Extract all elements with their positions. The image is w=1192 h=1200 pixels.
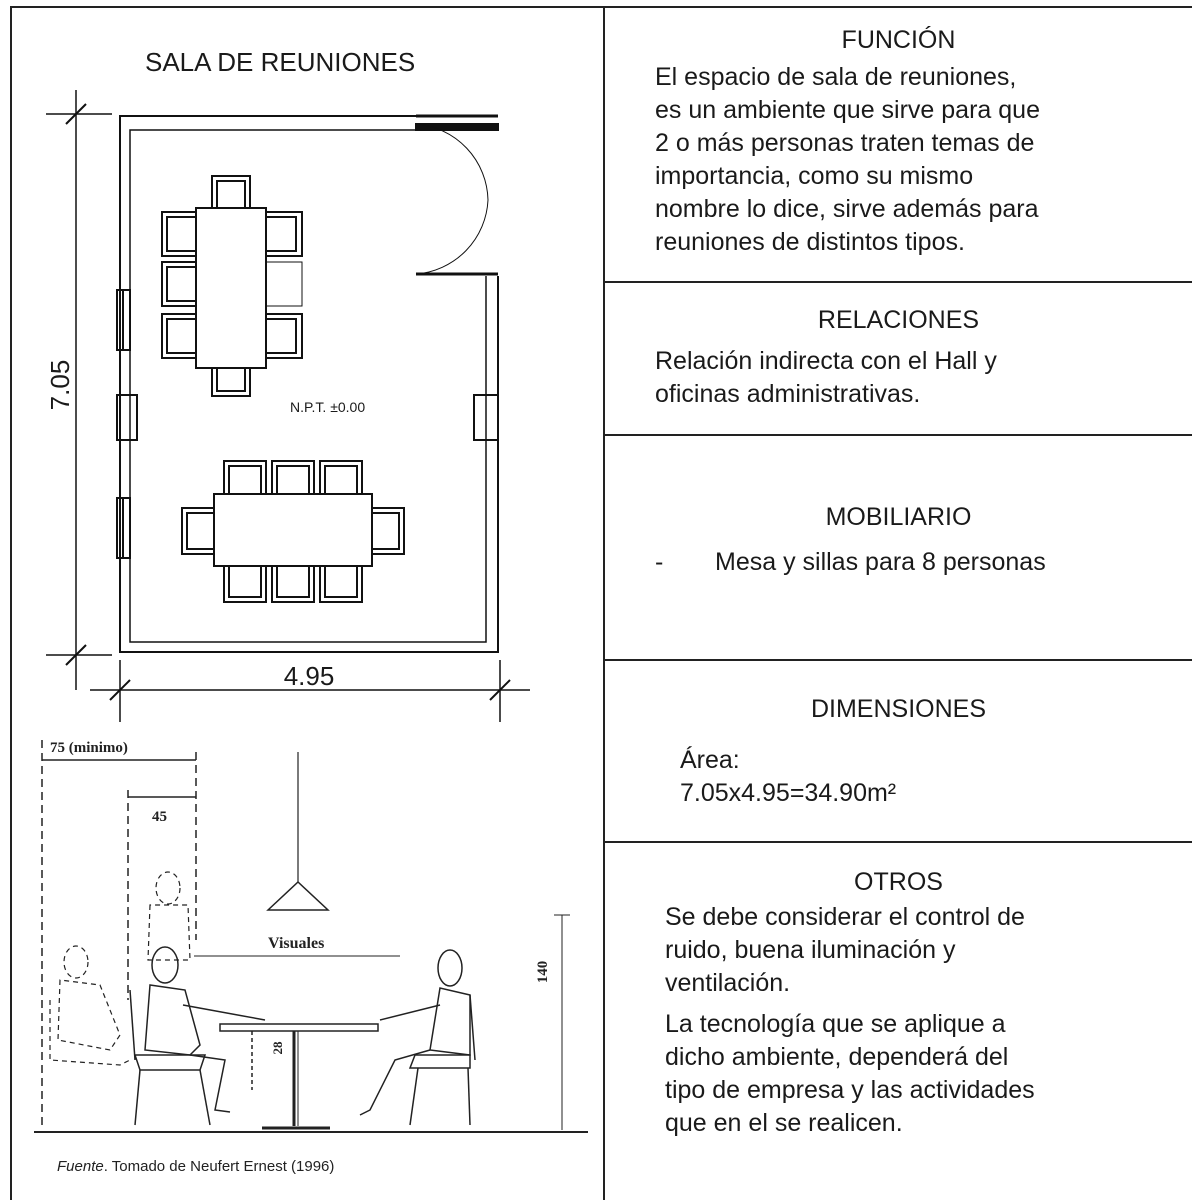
plan-outer-wall (119, 115, 499, 653)
text-line: reuniones de distintos tipos. (655, 228, 965, 256)
section-title-otros: OTROS (854, 868, 943, 896)
meeting-table (213, 493, 373, 567)
row-divider (604, 434, 1192, 436)
section-table (219, 1023, 379, 1032)
area-value: 7.05x4.95=34.90m² (680, 779, 897, 807)
dimension-label-75: 75 (minimo) (50, 740, 128, 756)
meeting-table (195, 207, 267, 369)
dimensiones-text: Área: 7.05x4.95=34.90m² (680, 744, 1142, 810)
text-line: 2 o más personas traten temas de (655, 129, 1035, 157)
section-title-mobiliario: MOBILIARIO (825, 503, 972, 531)
funcion-text: El espacio de sala de reuniones, es un a… (655, 61, 1142, 259)
dimension-label-45: 45 (152, 809, 167, 825)
text-line: ventilación. (665, 969, 791, 997)
relaciones-text: Relación indirecta con el Hall y oficina… (655, 345, 1142, 411)
mobiliario-text: Mesa y sillas para 8 personas (715, 548, 1046, 576)
text-line: dicho ambiente, dependerá del (665, 1043, 1009, 1071)
otros-para1: Se debe considerar el control de ruido, … (665, 901, 1152, 1000)
row-divider (604, 659, 1192, 661)
column (473, 394, 499, 441)
caption-source-word: Fuente (57, 1158, 104, 1175)
text-line: El espacio de sala de reuniones, (655, 63, 1017, 91)
text-line: tipo de empresa y las actividades (665, 1076, 1035, 1104)
text-line: Se debe considerar el control de (665, 903, 1025, 931)
door-swing (415, 123, 489, 201)
section-title-dimensiones: DIMENSIONES (810, 695, 987, 723)
area-label: Área: (680, 746, 740, 774)
visuales-label: Visuales (268, 935, 324, 952)
chair-group (181, 460, 405, 603)
column (116, 394, 138, 441)
seated-figure (359, 949, 476, 1126)
otros-para2: La tecnología que se aplique a dicho amb… (665, 1008, 1152, 1140)
bullet-dash: - (655, 548, 664, 576)
section-otros: OTROS Se debe considerar el control de r… (605, 868, 1192, 1140)
plan-height-dimension: 7.05 (45, 360, 75, 411)
dashed-figure (49, 871, 191, 1066)
text-line: ruido, buena iluminación y (665, 936, 956, 964)
row-divider (604, 841, 1192, 843)
text-line: es un ambiente que sirve para que (655, 96, 1040, 124)
section-funcion: FUNCIÓN El espacio de sala de reuniones,… (605, 26, 1192, 281)
section-mobiliario: MOBILIARIO - Mesa y sillas para 8 person… (605, 503, 1192, 579)
caption-text: . Tomado de Neufert Ernest (1996) (103, 1158, 335, 1175)
document-frame (10, 6, 1192, 1200)
section-title-funcion: FUNCIÓN (841, 26, 956, 54)
dimension-label-140: 140 (535, 961, 551, 984)
column-divider (603, 6, 605, 1200)
text-line: que en el se realicen. (665, 1109, 903, 1137)
text-line: importancia, como su mismo (655, 162, 974, 190)
section-title-relaciones: RELACIONES (817, 306, 980, 334)
pendant-lamp (266, 880, 330, 911)
door-swing (415, 199, 489, 275)
source-caption: Fuente. Tomado de Neufert Ernest (1996) (57, 1158, 334, 1175)
text-line: Relación indirecta con el Hall y (655, 347, 997, 375)
mobiliario-item: - Mesa y sillas para 8 personas (655, 546, 1142, 579)
section-relaciones: RELACIONES Relación indirecta con el Hal… (605, 306, 1192, 411)
text-line: nombre lo dice, sirve además para (655, 195, 1039, 223)
dimension-label-28: 28 (270, 1041, 285, 1055)
plan-inner-wall (129, 129, 498, 643)
chair-group (161, 175, 303, 397)
section-dimensiones: DIMENSIONES Área: 7.05x4.95=34.90m² (605, 695, 1192, 810)
row-divider (604, 281, 1192, 283)
text-line: oficinas administrativas. (655, 380, 921, 408)
level-label: N.P.T. ±0.00 (290, 399, 365, 415)
page-title: SALA DE REUNIONES (145, 47, 416, 77)
plan-width-dimension: 4.95 (284, 661, 335, 691)
text-line: La tecnología que se aplique a (665, 1010, 1006, 1038)
seated-figure (129, 946, 266, 1126)
section-drawing (34, 740, 588, 1133)
